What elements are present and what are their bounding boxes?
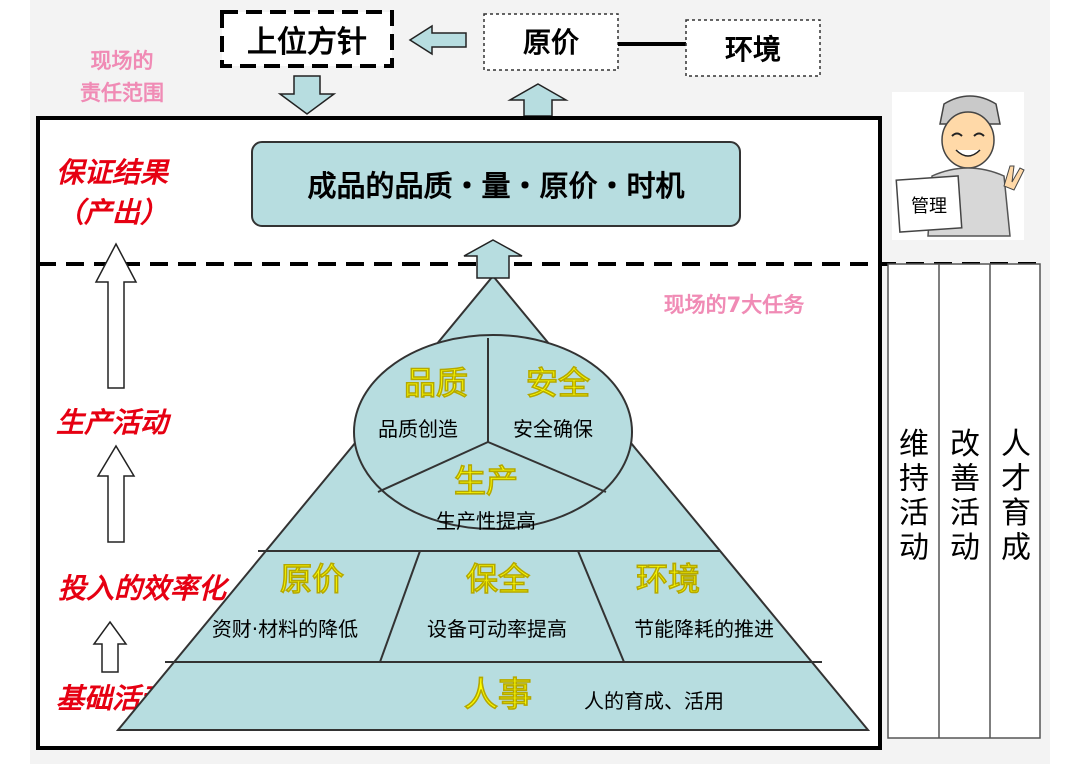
scope-label-line2: 责任范围 xyxy=(80,81,164,105)
output-label: 成品的品质・量・原价・时机 xyxy=(307,169,684,203)
face-icon xyxy=(941,111,995,169)
safety-desc: 安全确保 xyxy=(513,417,593,441)
cost-box: 原价 xyxy=(483,13,619,71)
arrow-cost-to-policy xyxy=(408,24,467,56)
environment-label: 环境 xyxy=(725,33,781,66)
talent-development-label: 人才育成 xyxy=(1001,427,1031,566)
improvement-activity-label: 改善活动 xyxy=(950,427,980,566)
production-desc: 生产性提高 xyxy=(436,509,536,533)
management-badge: 管理 xyxy=(911,196,947,217)
cost-tier-title: 原价 xyxy=(280,560,344,598)
environment-tier-desc: 节能降耗的推进 xyxy=(634,617,774,641)
production-label: 生产活动 xyxy=(56,406,172,439)
policy-box: 上位方针 xyxy=(220,10,394,68)
cost-tier-desc: 资财·材料的降低 xyxy=(212,617,358,641)
tier-divider-right xyxy=(577,550,625,663)
environment-tier-title: 环境 xyxy=(636,560,700,598)
management-sign xyxy=(895,175,963,233)
maintenance-activity-label: 维持活动 xyxy=(899,427,929,566)
circle-divider-left xyxy=(377,441,489,493)
arrow-up-production xyxy=(96,444,136,543)
result-label-line1: 保证结果 xyxy=(56,156,170,189)
hr-tier-title: 人事 xyxy=(464,675,532,715)
result-label-line2: （产出） xyxy=(56,196,168,229)
scope-label-line1: 现场的 xyxy=(91,49,154,73)
efficiency-label: 投入的效率化 xyxy=(58,572,230,605)
tasks-label: 现场的7大任务 xyxy=(664,293,806,317)
quality-title: 品质 xyxy=(404,364,468,402)
maintenance-tier-desc: 设备可动率提高 xyxy=(427,617,567,641)
arrow-up-efficiency xyxy=(92,620,128,673)
circle-divider-right xyxy=(487,441,607,493)
management-character: 管理 xyxy=(892,92,1025,240)
arrow-up-to-output xyxy=(463,239,523,279)
core-circle xyxy=(353,334,633,530)
policy-label: 上位方针 xyxy=(247,25,367,60)
arrow-policy-down xyxy=(277,75,337,115)
maintenance-tier-title: 保全 xyxy=(466,560,531,598)
cost-label: 原价 xyxy=(523,26,580,59)
quality-desc: 品质创造 xyxy=(378,417,458,441)
safety-title: 安全 xyxy=(526,364,591,402)
victory-hand-icon xyxy=(1003,165,1025,191)
side-columns: 维持活动 改善活动 人才育成 xyxy=(887,263,1041,739)
arrow-up-result xyxy=(94,242,138,389)
environment-box: 环境 xyxy=(685,19,821,77)
hr-tier-desc: 人的育成、活用 xyxy=(584,689,724,713)
tier-divider-left xyxy=(379,550,421,663)
production-title: 生产 xyxy=(454,462,518,500)
output-box xyxy=(251,141,741,227)
